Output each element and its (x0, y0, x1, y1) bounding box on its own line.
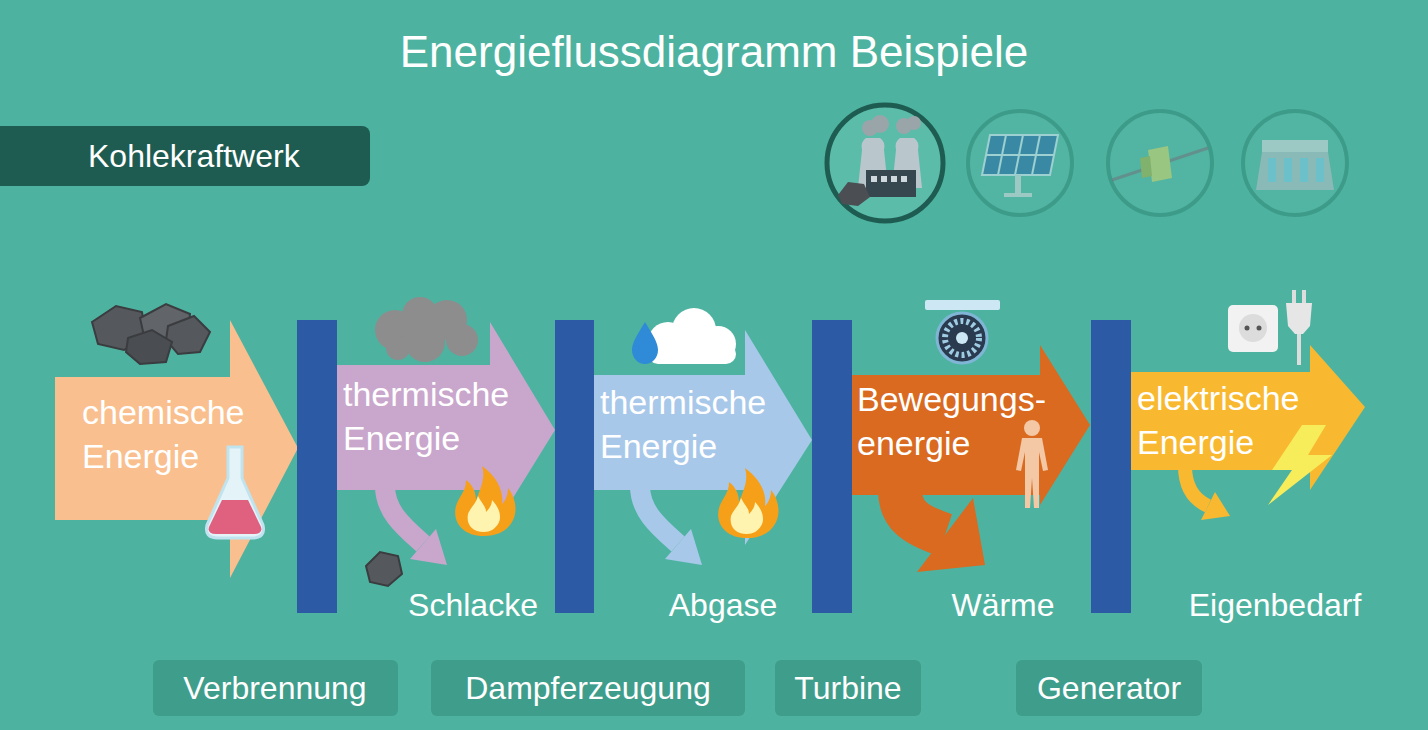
selector-turbine (1108, 111, 1212, 215)
steam-icon (632, 308, 736, 364)
selector-coal-plant (827, 105, 943, 221)
smoke-icon (375, 297, 478, 362)
label-wrap: Abgase (669, 585, 778, 625)
process-label: Dampferzeugung (465, 668, 710, 708)
energy-arrow: Bewegungs- energie (852, 345, 1090, 505)
energy-arrow: chemische Energie (55, 320, 298, 578)
process-box: Verbrennung (153, 660, 398, 716)
process-label: Verbrennung (183, 668, 366, 708)
arrow-shape (1131, 345, 1365, 490)
energy-label: thermische Energie (600, 380, 800, 468)
diagram-title: Energieflussdiagramm Beispiele (400, 24, 1029, 80)
loss-arrow-heat (900, 490, 985, 572)
loss-label: Schlacke (408, 585, 538, 625)
label-wrap: Wärme (951, 585, 1054, 625)
energy-arrow: thermische Energie (337, 322, 555, 535)
socket-icon (1228, 305, 1278, 352)
selector-solar (968, 111, 1072, 215)
plug-icon (1286, 290, 1312, 365)
loss-arrow-slag (385, 486, 447, 565)
turbine-icon (925, 300, 1000, 363)
arrow-outline (1131, 345, 1365, 490)
energy-arrow: thermische Energie (594, 330, 812, 545)
arrow-outline (852, 345, 1090, 505)
energy-label: thermische Energie (343, 372, 543, 460)
process-label: Turbine (794, 668, 901, 708)
stage-divider (1091, 320, 1131, 613)
stage-divider (812, 320, 852, 613)
process-label: Generator (1037, 668, 1181, 708)
arrow-outline (337, 322, 555, 535)
tab-label: Kohlekraftwerk (88, 136, 300, 176)
process-box: Dampferzeugung (431, 660, 745, 716)
energy-label: chemische Energie (82, 390, 282, 478)
energy-arrow: elektrische Energie (1131, 345, 1365, 490)
loss-arrow-exhaust (640, 486, 702, 565)
arrow-outline (55, 320, 298, 578)
slag-icon (366, 552, 402, 586)
arrow-outline (594, 330, 812, 545)
energy-label: elektrische Energie (1137, 376, 1337, 464)
coal-icon (92, 304, 210, 364)
section-tab: Kohlekraftwerk (0, 126, 370, 186)
process-box: Turbine (775, 660, 921, 716)
process-box: Generator (1016, 660, 1202, 716)
label-wrap: Eigenbedarf (1189, 585, 1362, 625)
energy-label: Bewegungs- energie (857, 377, 1062, 465)
title-wrap: Energieflussdiagramm Beispiele (0, 24, 1428, 80)
stage-divider (555, 320, 594, 613)
stage-divider (297, 320, 337, 613)
loss-label: Wärme (951, 585, 1054, 625)
loss-arrow-own-use (1185, 466, 1230, 520)
loss-label: Eigenbedarf (1189, 585, 1362, 625)
label-wrap: Schlacke (408, 585, 538, 625)
loss-label: Abgase (669, 585, 778, 625)
selector-dam (1243, 111, 1347, 215)
